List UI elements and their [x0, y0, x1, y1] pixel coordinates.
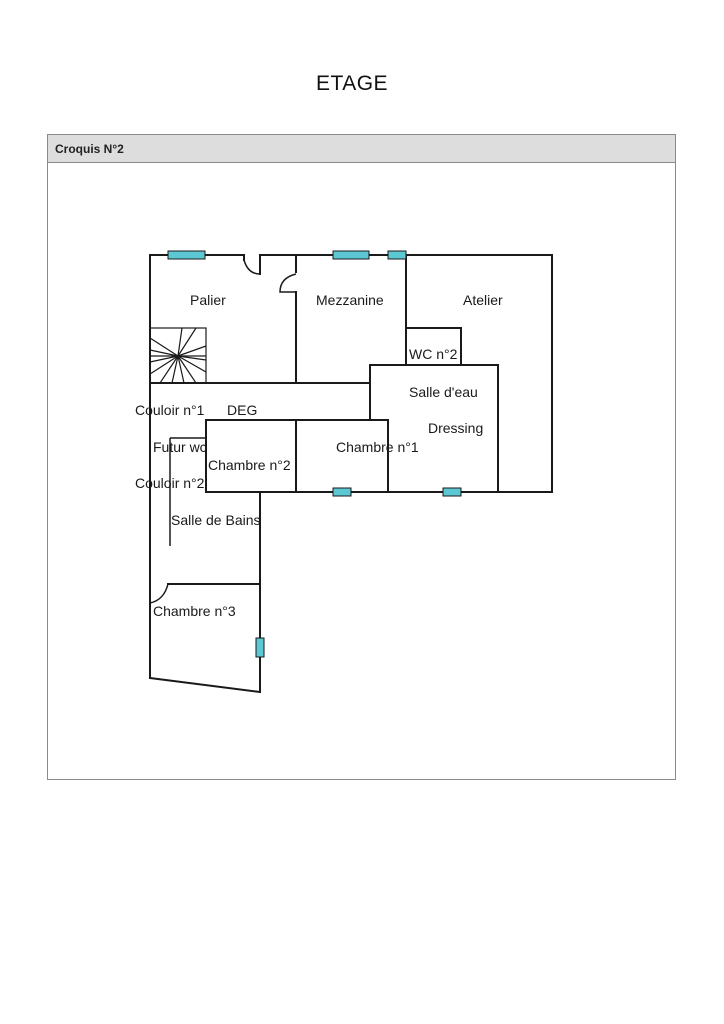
label-couloir2: Couloir n°2 — [135, 475, 205, 491]
door-arc-chambre3 — [149, 583, 169, 604]
label-mezzanine: Mezzanine — [316, 292, 384, 308]
window-chambre3 — [255, 637, 265, 658]
window-mezzanine — [332, 250, 370, 260]
sketch-panel: Croquis N°2 — [47, 134, 676, 780]
interior-walls — [149, 254, 499, 604]
window-mezzanine-small — [387, 250, 407, 260]
window-chambre1 — [332, 487, 352, 497]
label-dressing: Dressing — [428, 420, 483, 436]
staircase-steps — [149, 327, 207, 384]
outer-walls — [148, 254, 553, 694]
label-couloir1: Couloir n°1 — [135, 402, 205, 418]
window-dressing — [442, 487, 462, 497]
room-labels: Palier Mezzanine Atelier WC n°2 Salle d'… — [135, 292, 503, 619]
label-palier: Palier — [190, 292, 226, 308]
label-chambre3: Chambre n°3 — [153, 603, 236, 619]
page-title: ETAGE — [315, 72, 389, 95]
label-salle-eau: Salle d'eau — [409, 384, 478, 400]
wall-bottom-slant — [148, 676, 262, 694]
windows — [167, 250, 462, 658]
door-arc-mezzanine — [279, 273, 297, 293]
label-atelier: Atelier — [463, 292, 503, 308]
label-salle-bains: Salle de Bains — [171, 512, 261, 528]
window-palier — [167, 250, 206, 260]
label-chambre2: Chambre n°2 — [208, 457, 291, 473]
door-arc-palier — [243, 259, 261, 275]
label-futur-wc: Futur wc — [153, 439, 207, 455]
label-deg: DEG — [227, 402, 257, 418]
panel-header: Croquis N°2 — [48, 135, 675, 163]
label-wc2: WC n°2 — [409, 346, 458, 362]
label-chambre1: Chambre n°1 — [336, 439, 419, 455]
